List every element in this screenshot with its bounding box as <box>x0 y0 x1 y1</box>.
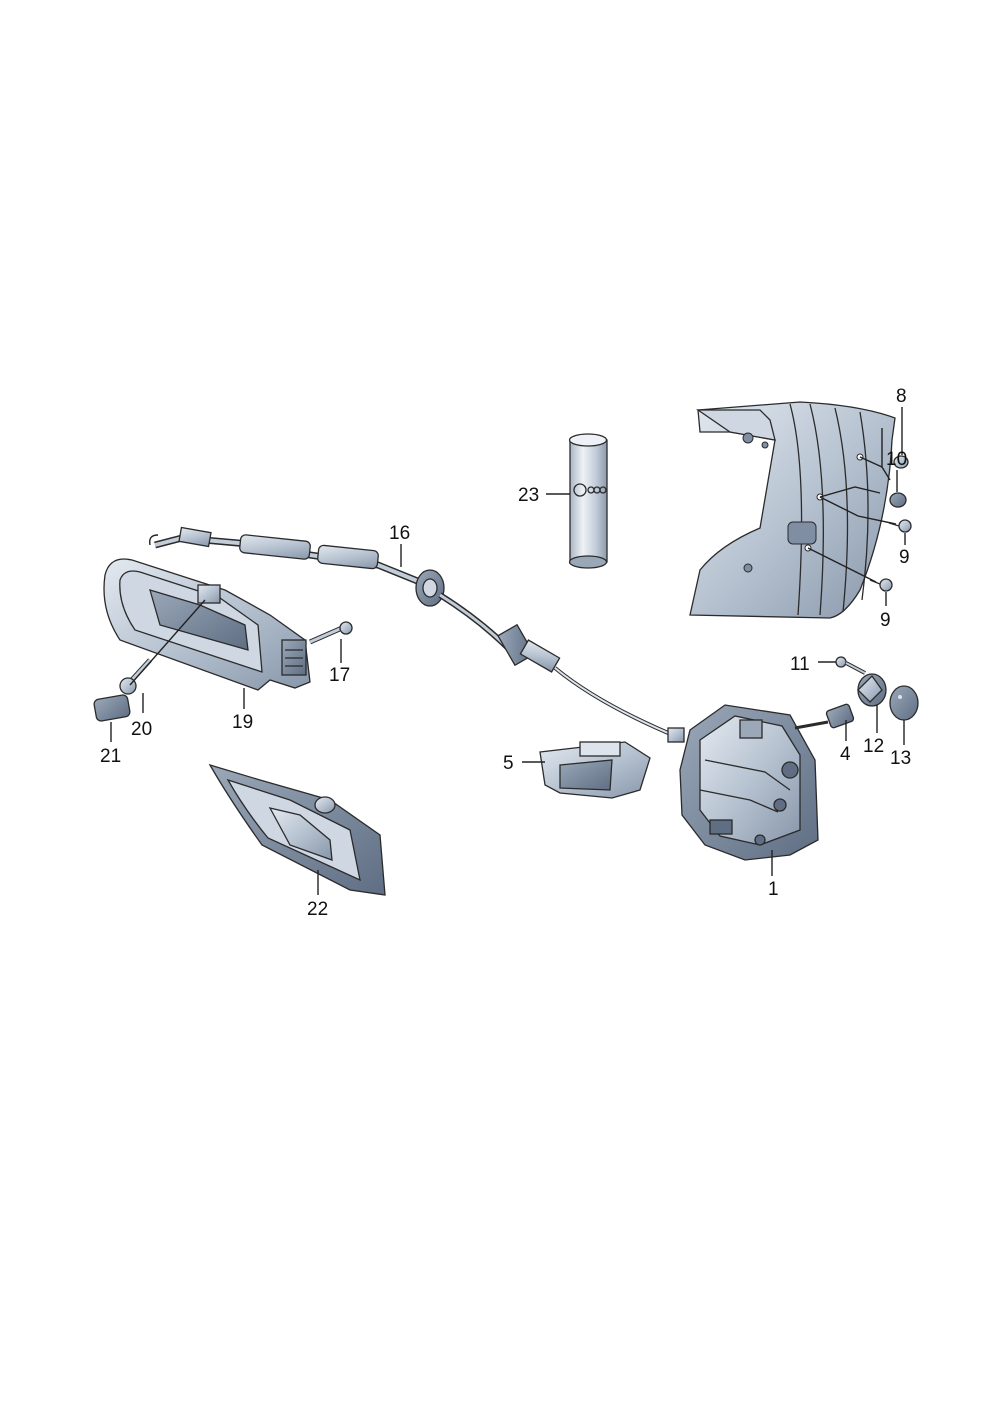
label-9-lower: 9 <box>880 610 891 631</box>
label-11: 11 <box>790 654 810 675</box>
label-21: 21 <box>100 746 121 767</box>
label-13: 13 <box>890 748 911 769</box>
door-frame-panel <box>689 401 896 619</box>
part-labels: 1 4 5 8 10 9 9 11 12 13 16 17 19 20 21 2… <box>100 386 911 920</box>
label-23: 23 <box>518 485 539 506</box>
cap-21 <box>93 694 131 722</box>
label-4: 4 <box>840 744 851 765</box>
label-12: 12 <box>863 736 884 757</box>
label-9-upper: 9 <box>899 547 910 568</box>
label-10: 10 <box>886 449 907 470</box>
label-1: 1 <box>768 879 779 900</box>
screw-9-upper <box>888 519 912 533</box>
door-lock-actuator <box>679 704 819 861</box>
door-leader-lines <box>807 428 897 583</box>
screw-17 <box>308 621 353 645</box>
clip-10 <box>889 492 907 508</box>
leader-lines <box>110 407 906 895</box>
interior-door-handle <box>103 558 311 691</box>
connector-4 <box>794 703 855 730</box>
lock-bracket <box>539 741 651 799</box>
grease-spray-can <box>568 433 608 569</box>
label-5: 5 <box>503 753 514 774</box>
label-20: 20 <box>131 719 152 740</box>
screw-20 <box>119 658 152 695</box>
label-17: 17 <box>329 665 350 686</box>
bowden-cable <box>148 526 685 743</box>
cover-13 <box>889 685 919 721</box>
screw-11 <box>835 656 866 675</box>
label-16: 16 <box>389 523 410 544</box>
striker-plate-12 <box>857 673 887 707</box>
handle-trim <box>208 763 386 896</box>
label-8: 8 <box>896 386 907 407</box>
cap-plug-8 <box>893 455 909 469</box>
label-19: 19 <box>232 712 253 733</box>
label-22: 22 <box>307 899 328 920</box>
